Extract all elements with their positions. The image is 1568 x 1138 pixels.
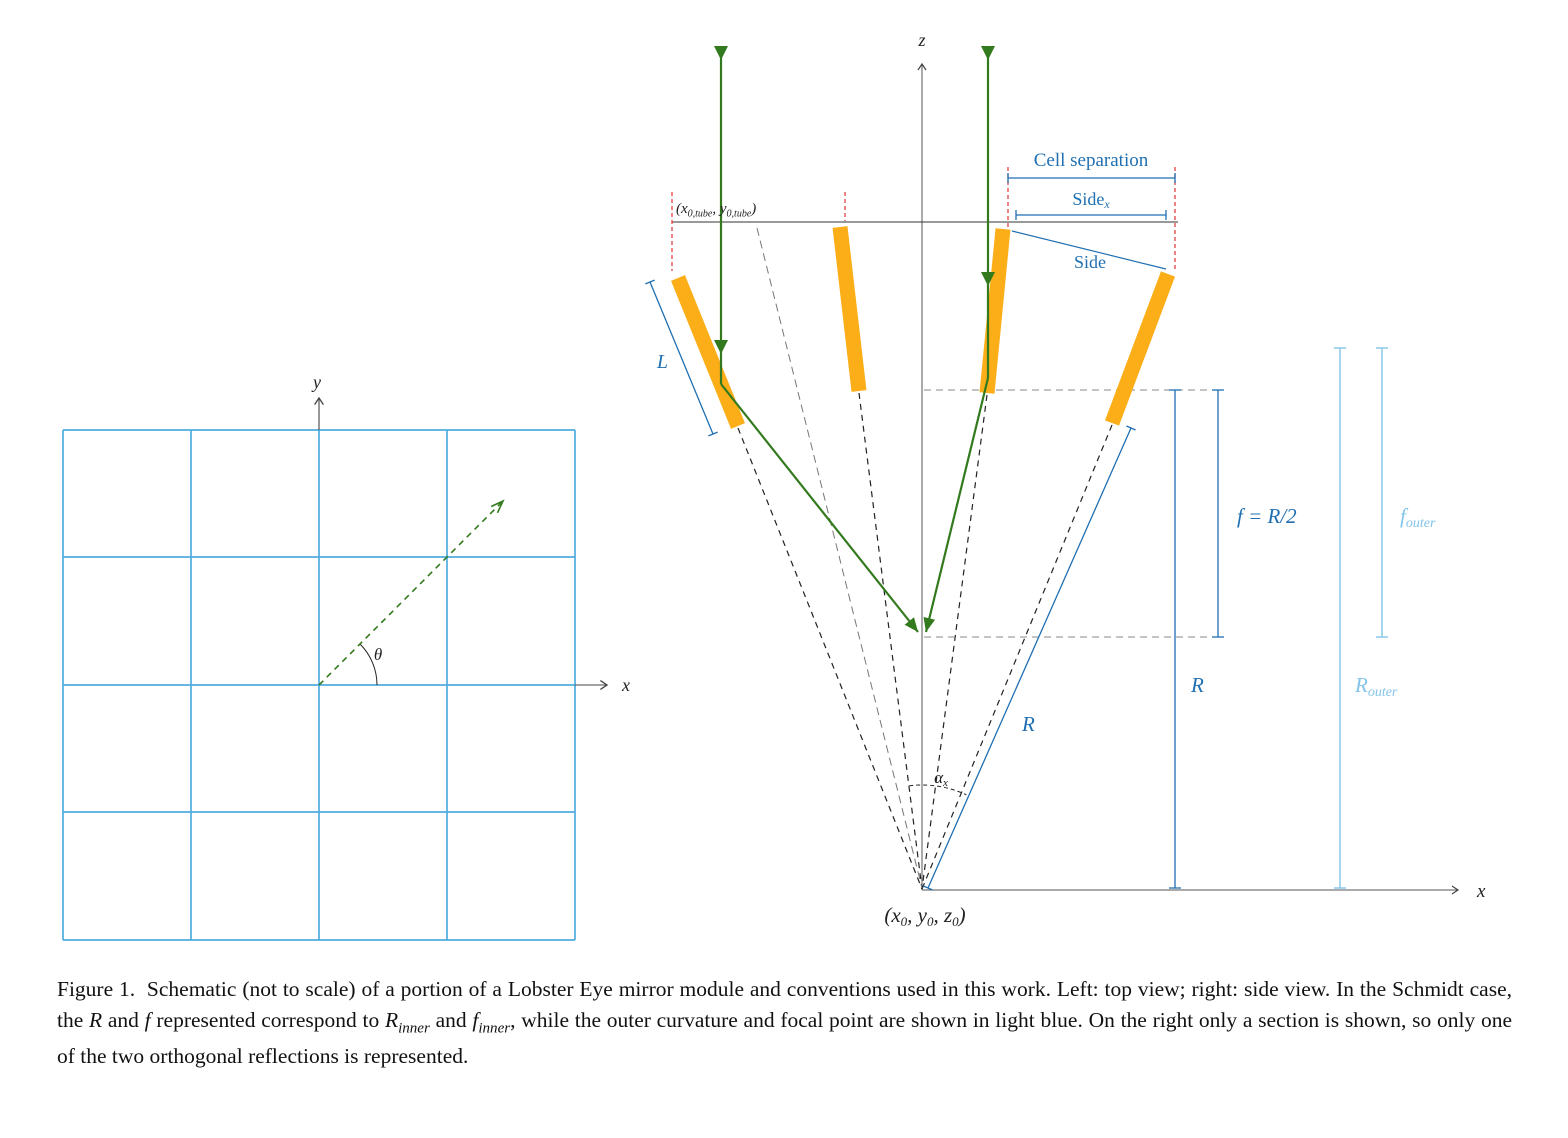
side-x-label: Sidex: [1072, 189, 1110, 211]
mirror-length-label: L: [656, 351, 668, 373]
mirror-radial-line: [737, 427, 923, 890]
mirror-segment: [1104, 271, 1176, 426]
side-line: [1011, 230, 1167, 270]
r-outer-label: Router: [1354, 673, 1398, 700]
caption-segment: Figure 1. Schematic (not to scale) of a …: [57, 977, 1512, 1033]
theta-label: θ: [374, 645, 382, 664]
z-axis-label: z: [917, 30, 925, 50]
ray-arrowhead: [981, 46, 995, 60]
caption-segment: and: [102, 1008, 145, 1033]
y-axis-label: y: [311, 372, 321, 392]
top-view-panel: y x θ: [62, 372, 630, 941]
f-outer-label: fouter: [1400, 504, 1436, 531]
origin-label: (x0, y0, z0): [884, 903, 965, 929]
tube-coordinates-label: (x0,tube, y0,tube): [676, 201, 756, 220]
cell-separation-label: Cell separation: [1034, 150, 1149, 171]
mirror-radial-line: [921, 394, 988, 890]
caption-subscript: inner: [478, 1020, 511, 1037]
caption-segment: and: [429, 1008, 473, 1033]
mirror-segment: [671, 275, 745, 429]
caption-var-R: R: [89, 1008, 103, 1033]
ray-arrowhead: [714, 340, 728, 354]
off-axis-direction-arrow: [318, 500, 504, 686]
mirror-segment: [979, 228, 1011, 394]
caption-segment: , while the outer curvature and focal po…: [57, 1008, 1512, 1068]
caption-segment: represented correspond to: [150, 1008, 385, 1033]
theta-arc: [359, 643, 378, 686]
side-view-panel: z x: [645, 30, 1486, 929]
mirror-radial-line: [858, 392, 923, 890]
bracket-tick: [708, 431, 718, 437]
bracket-tick: [645, 279, 655, 285]
x-axis-top-view-label: x: [621, 675, 630, 695]
reflected-ray: [720, 383, 919, 633]
arrowhead: [490, 499, 505, 514]
alpha-arc: [909, 784, 967, 796]
mirror-radial-line: [921, 424, 1113, 890]
caption-var-f: f: [144, 1008, 151, 1033]
mirror-segment: [832, 226, 867, 392]
radius-slant-measure: [927, 427, 1132, 889]
alpha-label: αx: [934, 768, 948, 789]
mirror-length-bracket: [649, 281, 714, 435]
ray-arrowhead: [714, 46, 728, 60]
ray-arrowhead: [981, 272, 995, 286]
figure-caption: Figure 1. Schematic (not to scale) of a …: [57, 974, 1512, 1072]
measure-tick: [1126, 425, 1136, 431]
caption-var-R-inner: R: [384, 1008, 399, 1033]
focal-length-label: f = R/2: [1237, 504, 1297, 528]
x-axis-side-view-label: x: [1476, 881, 1486, 902]
ray-arrowhead: [904, 617, 918, 632]
side-label: Side: [1074, 252, 1106, 272]
tube-axis-line: [756, 227, 923, 889]
ray-arrowhead: [923, 617, 936, 632]
reflected-ray: [924, 377, 990, 633]
caption-subscript: inner: [398, 1020, 430, 1037]
lobster-eye-schematic: y x θ z x: [62, 30, 1486, 941]
radius-label: R: [1190, 673, 1204, 697]
measure-tick: [923, 885, 933, 891]
caption-var-f-inner: f: [472, 1008, 479, 1033]
radius-slant-label: R: [1021, 712, 1035, 736]
